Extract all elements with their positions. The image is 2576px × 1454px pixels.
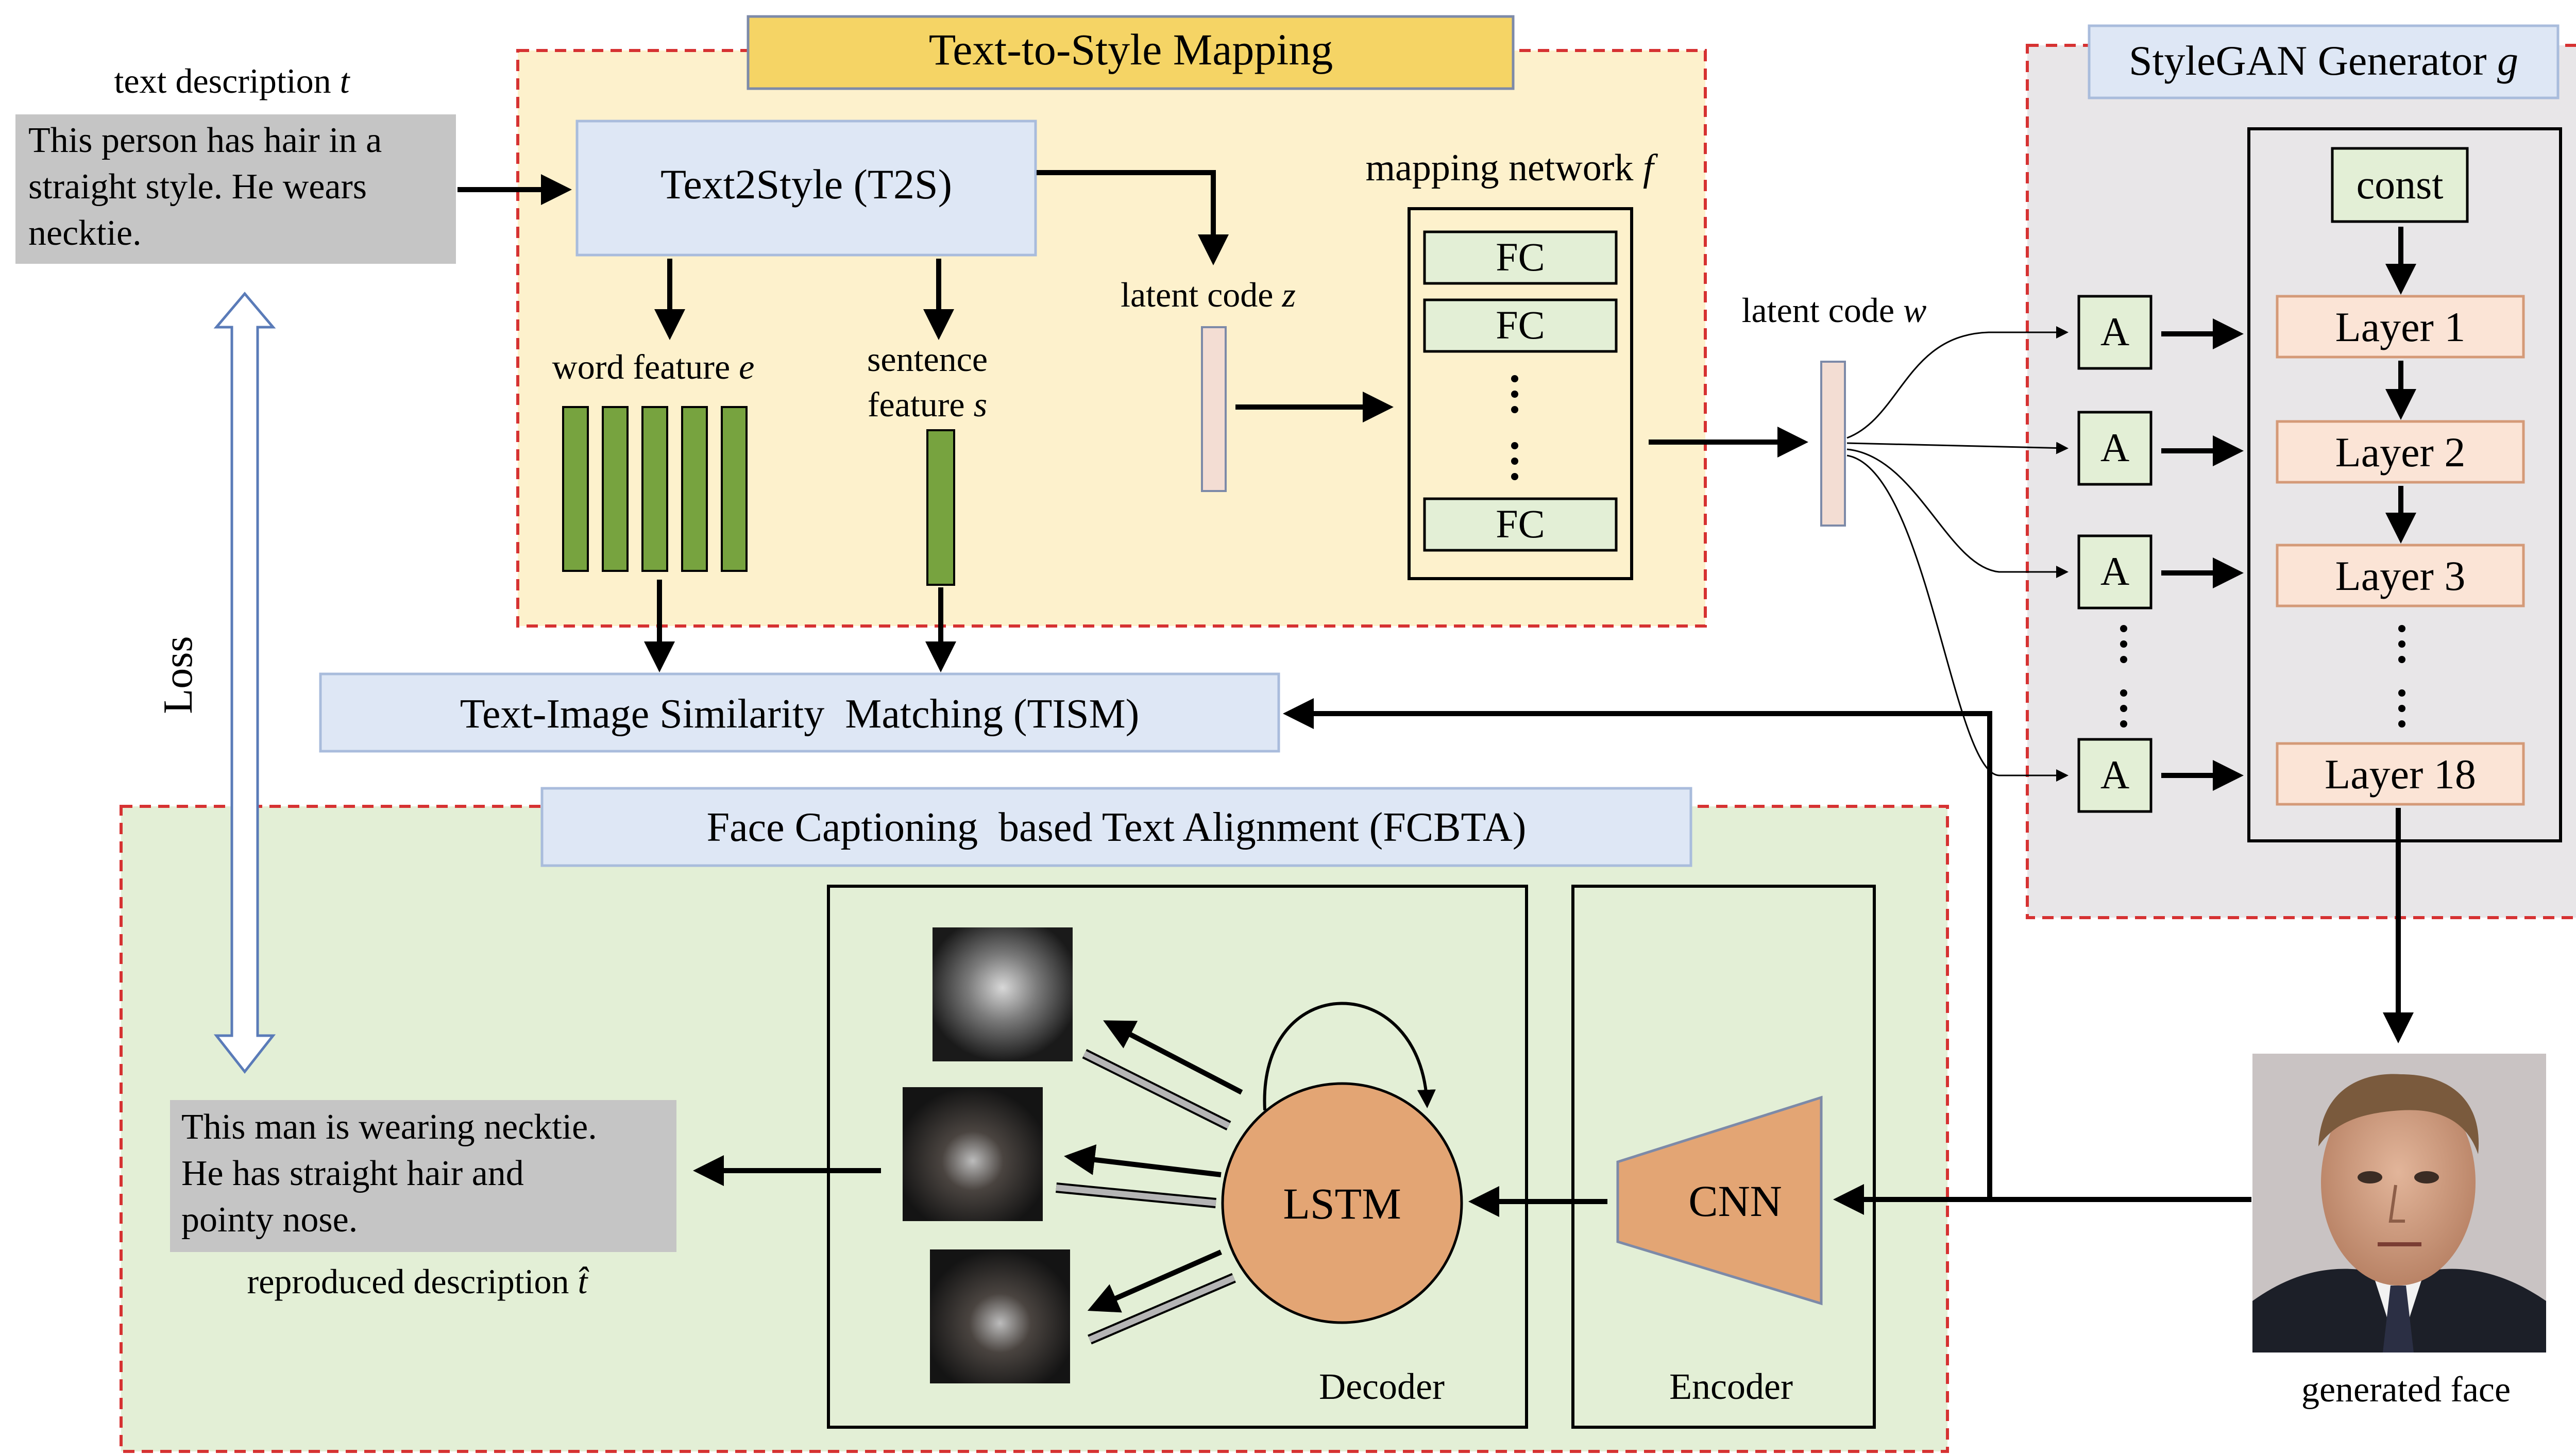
fc-layer-1 [1423, 230, 1618, 285]
loss-label: Loss [156, 636, 201, 714]
sentence-feature-bar [926, 429, 955, 586]
fc-layer-1-label: FC [1496, 234, 1545, 279]
tism-label: Text-Image Similarity Matching (TISM) [460, 691, 1140, 737]
layer-18-label: Layer 18 [2325, 751, 2476, 798]
text-description-box [15, 114, 456, 264]
loss-double-arrow [213, 292, 276, 1074]
t2s-box [575, 120, 1037, 257]
text-description-line-1: This person has hair in a [28, 121, 382, 160]
reproduced-description-box [170, 1100, 676, 1252]
text-to-style-title: Text-to-Style Mapping [929, 25, 1333, 74]
lstm-label: LSTM [1283, 1179, 1401, 1228]
attention-face-2 [903, 1087, 1043, 1221]
word-feature-bar-2 [602, 406, 629, 572]
layer-1-box [2276, 295, 2525, 359]
layer-18-box [2276, 742, 2525, 806]
mapping-network-label: mapping network f [1365, 147, 1658, 189]
reproduced-description-label: reproduced description t̂ [247, 1262, 589, 1301]
sentence-feature-label-2: feature s [868, 385, 987, 424]
stylegan-title: StyleGAN Generator g [2129, 37, 2518, 84]
a-box-18-label: A [2100, 752, 2129, 797]
encoder-label: Encoder [1669, 1366, 1793, 1407]
arrow-face-1-to-lstm-inner [1083, 1051, 1230, 1129]
arrow-face-3-to-lstm-inner [1088, 1275, 1235, 1343]
layer-ellipsis [2398, 625, 2405, 728]
layer-2-box [2276, 420, 2525, 484]
layer-3-box [2276, 544, 2525, 607]
decoder-label: Decoder [1319, 1366, 1445, 1407]
decoder-box [827, 885, 1528, 1429]
layer-2-label: Layer 2 [2335, 429, 2466, 476]
cnn-label: CNN [1688, 1176, 1782, 1226]
a-box-1-label: A [2100, 309, 2129, 354]
arrow-face-2-to-lstm-inner [1056, 1185, 1216, 1206]
lstm-node [1221, 1082, 1463, 1324]
latent-w-vector [1820, 361, 1846, 527]
cnn-trapezoid [1616, 1095, 1823, 1306]
word-feature-bar-5 [721, 406, 748, 572]
lstm-recurrent-arrow [1263, 1002, 1436, 1111]
arrow-face-to-tism [1283, 698, 2251, 1202]
arrow-lstm-to-face-3 [1087, 1249, 1223, 1313]
fc-layer-2-label: FC [1496, 302, 1545, 347]
w-to-a18-curve [1846, 454, 2069, 782]
fcbta-title-box [540, 787, 1692, 867]
reproduced-line-2: He has straight hair and [181, 1154, 524, 1193]
layer-3-label: Layer 3 [2335, 552, 2466, 599]
a-box-3 [2077, 534, 2153, 610]
const-box [2331, 147, 2469, 223]
arrow-lstm-to-face-2 [1064, 1144, 1222, 1177]
latent-w-label: latent code w [1742, 291, 1927, 330]
w-to-a3-curve [1846, 448, 2069, 578]
generated-face-image [2252, 1054, 2546, 1352]
const-label: const [2357, 162, 2444, 208]
attention-face-1 [933, 927, 1073, 1061]
fc-layer-2 [1423, 298, 1618, 353]
reproduced-line-1: This man is wearing necktie. [181, 1107, 597, 1147]
latent-z-vector [1201, 326, 1227, 492]
word-feature-bar-3 [641, 406, 668, 572]
mapping-network-box [1408, 207, 1633, 580]
fc-layer-n-label: FC [1496, 501, 1545, 546]
latent-z-label: latent code z [1121, 275, 1296, 314]
a-box-1 [2077, 295, 2153, 370]
stylegan-title-box [2088, 24, 2560, 99]
tism-box [319, 672, 1280, 753]
word-feature-bar-1 [562, 406, 589, 572]
synthesis-network-box [2247, 127, 2562, 842]
arrow-t2s-to-latent-z [1037, 170, 1229, 265]
a-box-3-label: A [2100, 549, 2129, 594]
word-feature-label: word feature e [552, 347, 755, 386]
generated-face-label: generated face [2301, 1370, 2511, 1410]
sentence-feature-label-1: sentence [867, 340, 988, 379]
fcbta-title: Face Captioning based Text Alignment (FC… [707, 805, 1527, 850]
fc-layer-n [1423, 497, 1618, 552]
text-description-line-2: straight style. He wears [28, 167, 367, 207]
layer-1-label: Layer 1 [2335, 303, 2466, 350]
w-to-a2-curve [1846, 442, 2069, 454]
t2s-label: Text2Style (T2S) [660, 161, 952, 208]
a-ellipsis [2120, 625, 2127, 728]
w-to-a1-curve [1846, 326, 2069, 439]
a-box-2 [2077, 411, 2153, 486]
reproduced-line-3: pointy nose. [181, 1200, 358, 1240]
text-to-style-title-box [747, 15, 1515, 90]
a-box-18 [2077, 738, 2153, 813]
word-feature-bar-4 [681, 406, 708, 572]
a-box-2-label: A [2100, 425, 2129, 470]
text-description-line-3: necktie. [28, 213, 142, 253]
fc-ellipsis [1511, 375, 1518, 480]
arrow-lstm-to-face-1 [1103, 1020, 1243, 1095]
encoder-box [1571, 885, 1876, 1429]
text-description-label: text description t [114, 61, 350, 100]
attention-face-3 [930, 1249, 1070, 1383]
